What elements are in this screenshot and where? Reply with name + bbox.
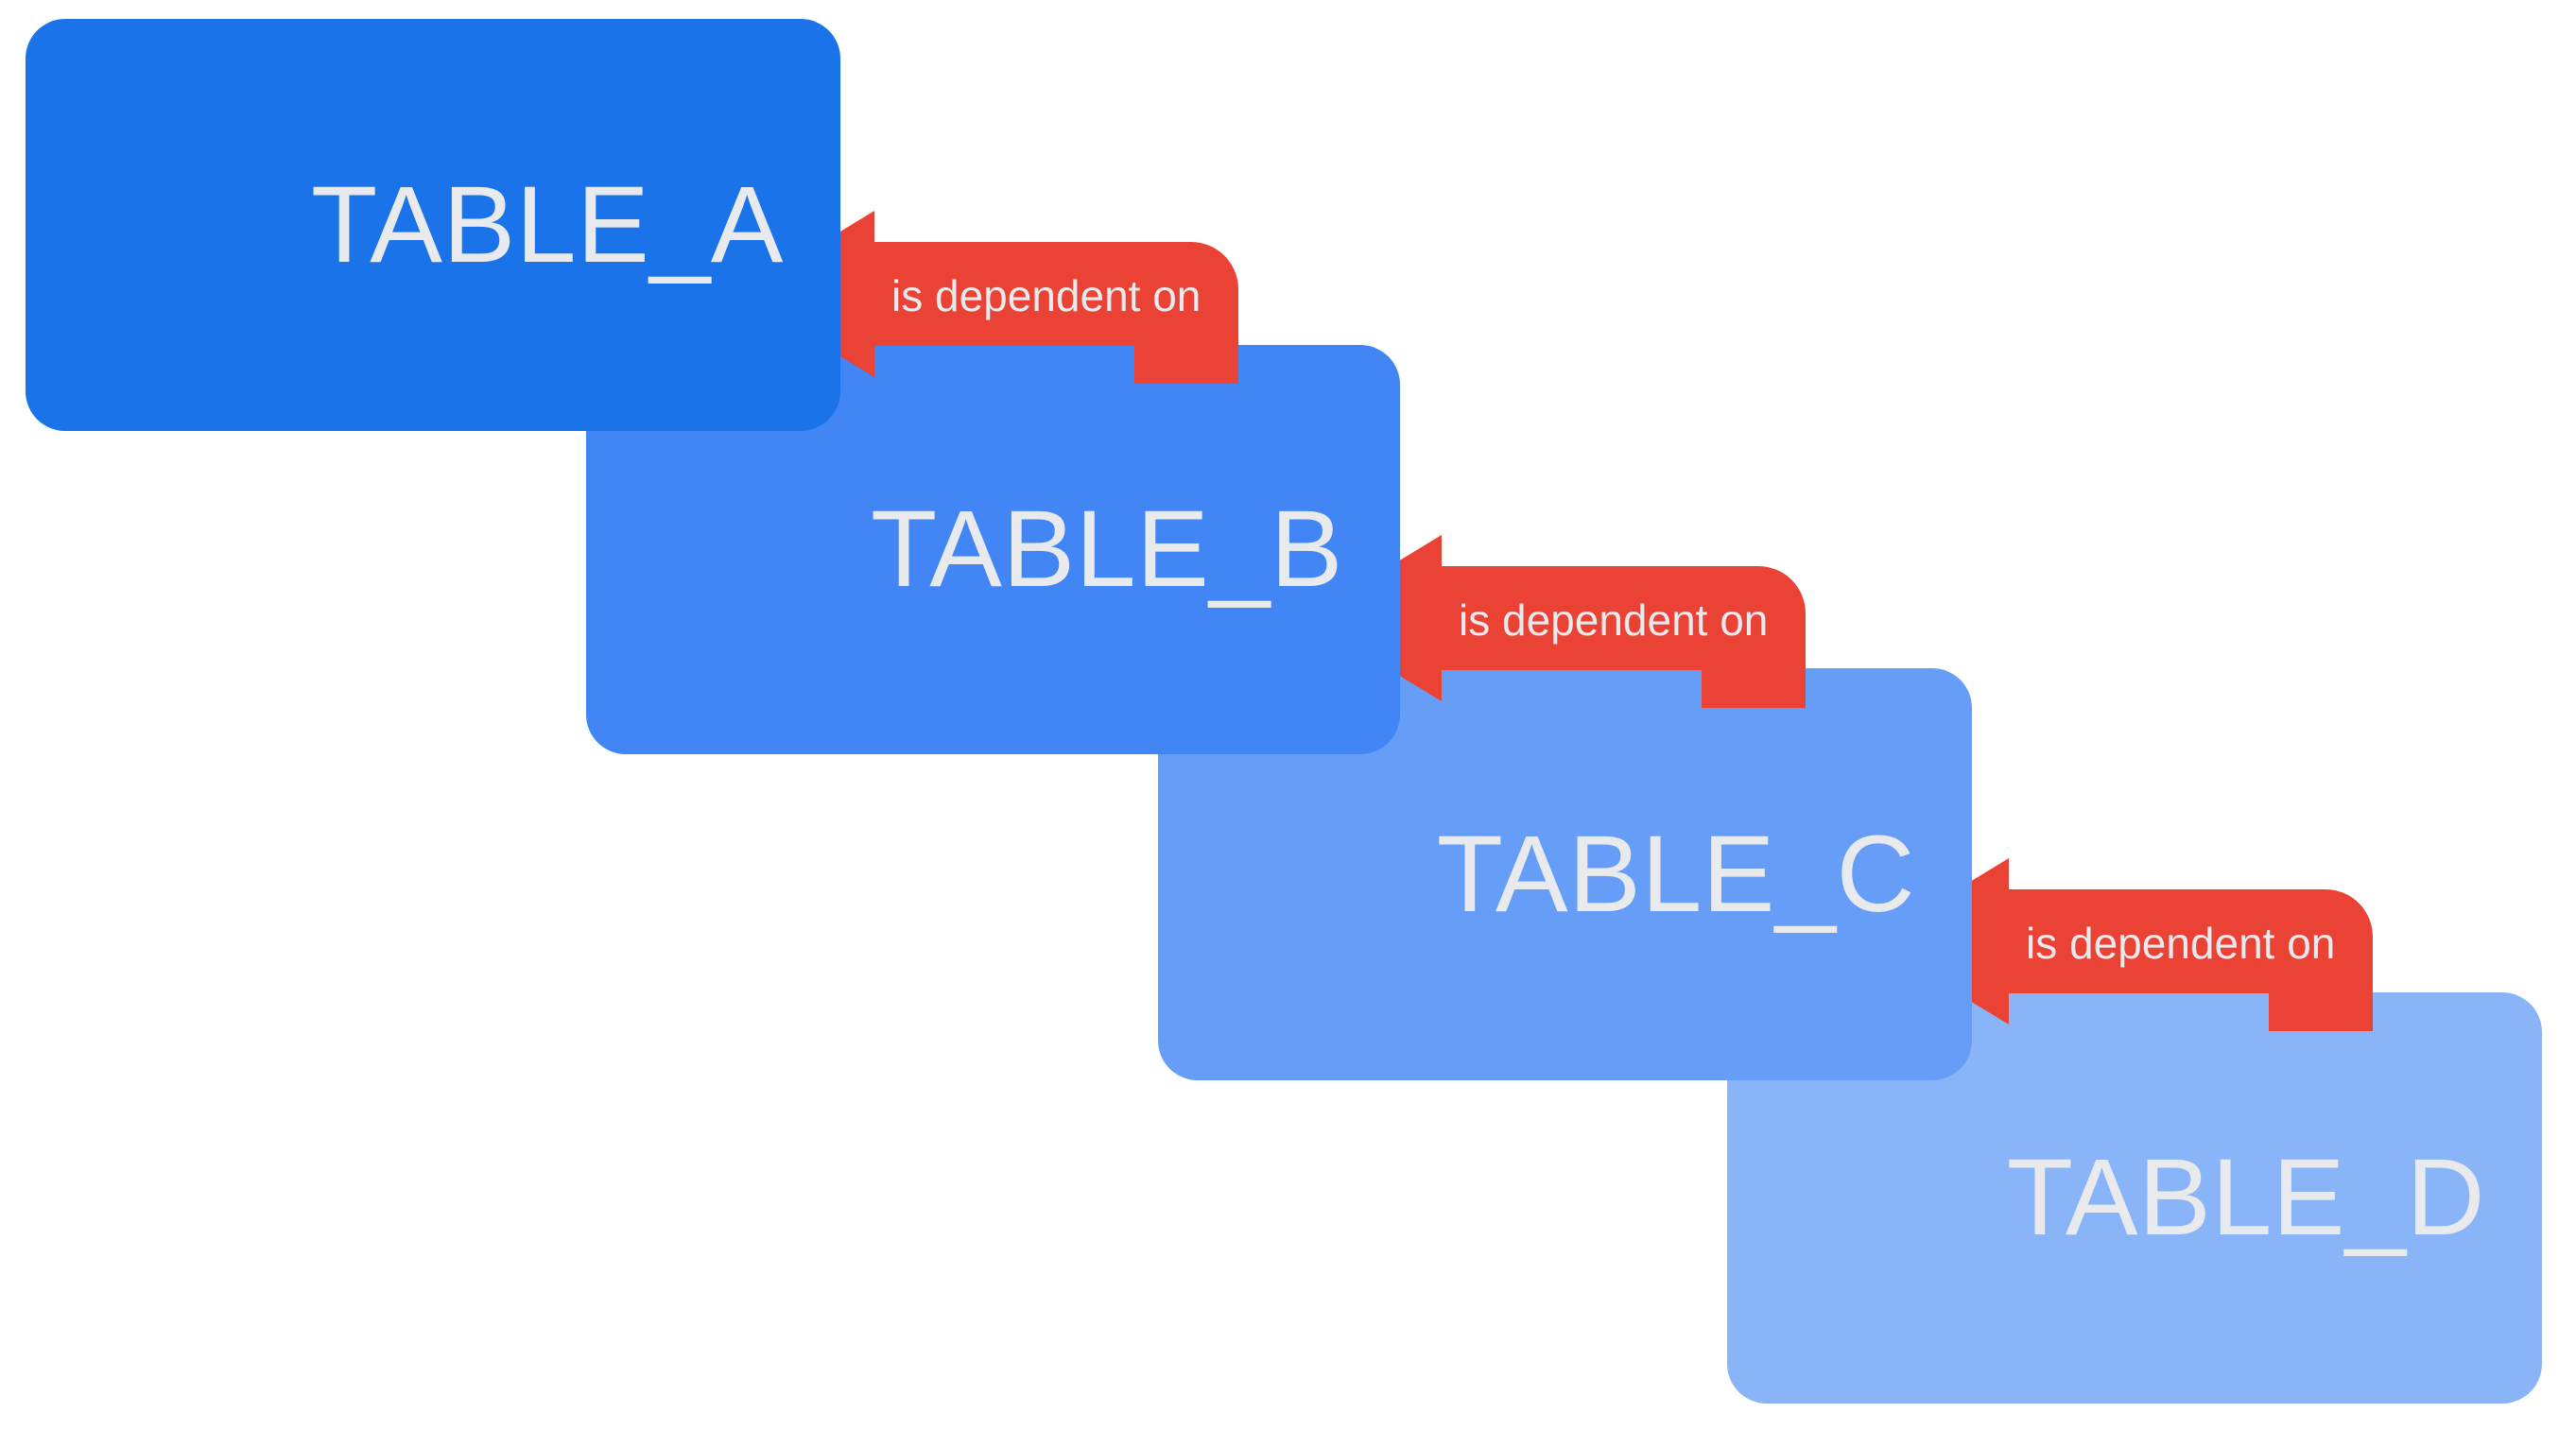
- dependency-arrow-icon: [737, 211, 1238, 384]
- node-table-b-label: TABLE_B: [871, 489, 1343, 610]
- node-table-d-label: TABLE_D: [2006, 1137, 2485, 1258]
- node-table-b[interactable]: TABLE_B: [586, 345, 1400, 754]
- node-table-a[interactable]: TABLE_A: [26, 19, 840, 431]
- dependency-arrow-icon: [1872, 858, 2373, 1031]
- node-table-c-label: TABLE_C: [1436, 813, 1915, 935]
- dependency-arrow-icon: [1305, 535, 1806, 708]
- node-table-a-label: TABLE_A: [311, 164, 784, 285]
